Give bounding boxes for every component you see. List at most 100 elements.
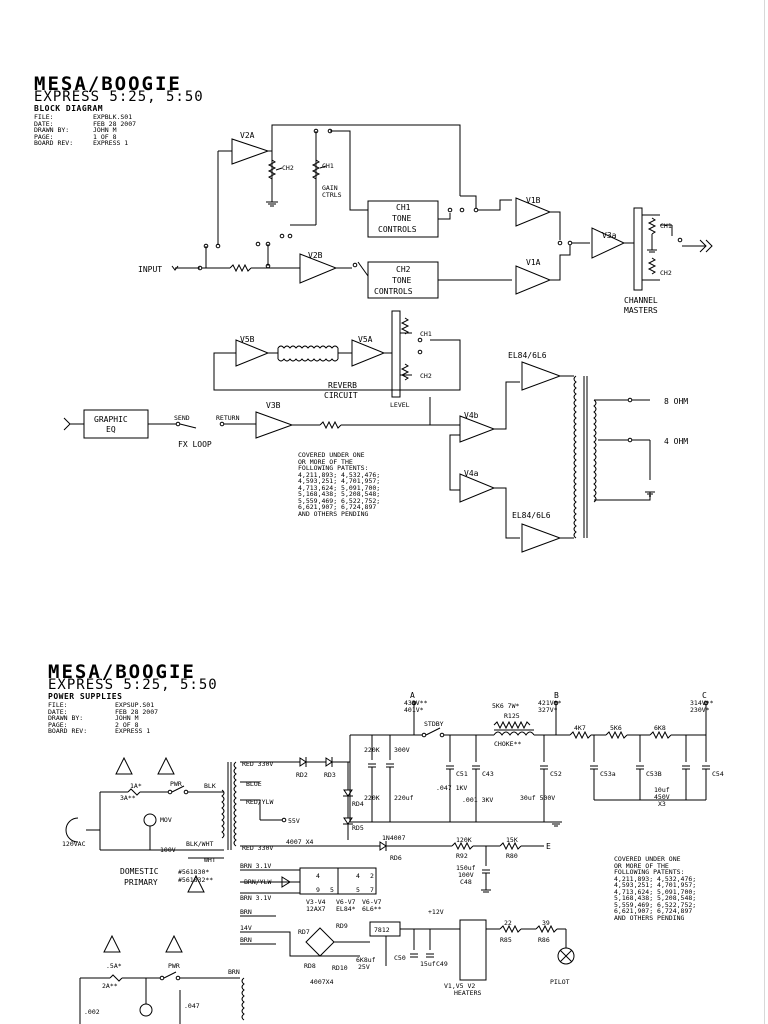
label-v1b: V1B: [526, 196, 541, 205]
label-c53b: C53B: [646, 770, 662, 778]
label-rd4: RD4: [352, 800, 364, 808]
label-6l6: 6L6**: [362, 905, 382, 913]
label-circuit: CIRCUIT: [324, 391, 358, 400]
label-12ax7: 12AX7: [306, 905, 326, 913]
label-r125: R125: [504, 712, 520, 720]
label-reverb-ch1: CH1: [420, 330, 432, 338]
label-r80: R80: [506, 852, 518, 860]
label-v6v7-1: V6-V7: [336, 898, 356, 906]
label-rd8: RD8: [304, 962, 316, 970]
pin-5b: 5: [356, 886, 360, 894]
ch1-tone-line2: TONE: [392, 214, 411, 223]
node-a-v1: 433V**: [404, 699, 428, 707]
label-r86: R86: [538, 936, 550, 944]
label-fx-loop: FX LOOP: [178, 440, 212, 449]
tube-v3a: [591, 227, 626, 259]
label-wht: WHT: [204, 856, 216, 864]
label-masters: MASTERS: [624, 306, 658, 315]
label-blk-wht: BLK/WHT: [186, 840, 213, 848]
label-4007x4-b: 4007X4: [310, 978, 334, 986]
label-v3a: V3a: [602, 231, 617, 240]
label-v5b: V5B: [240, 335, 255, 344]
label-brn-bottom: BRN: [228, 968, 240, 976]
node-c-v1: 314V**: [690, 699, 714, 707]
label-master-ch2: CH2: [660, 269, 672, 277]
label-15uf: 15uf: [420, 960, 436, 968]
label-22: 22: [504, 919, 512, 927]
label-r125-val: 5K6 7W*: [492, 702, 519, 710]
label-220k-1: 220K: [364, 746, 380, 754]
label-6k8: 6K8: [654, 724, 666, 732]
label-stdby: STDBY: [424, 720, 444, 728]
label-fuse-2a: 2A**: [102, 982, 118, 990]
label-redylw: RED/YLW: [246, 798, 273, 806]
node-c-label: C: [702, 691, 707, 700]
label-120k: 120K: [456, 836, 472, 844]
label-fuse-3a: 3A**: [120, 794, 136, 802]
ch1-tone-line3: CONTROLS: [378, 225, 417, 234]
label-c51: C51: [456, 770, 468, 778]
label-c48: C48: [460, 878, 472, 886]
tube-v4b: [459, 415, 496, 443]
label-100v: 100V: [160, 846, 176, 854]
label-30uf: 30uf 500V: [520, 794, 555, 802]
label-return: RETURN: [216, 414, 240, 422]
label-v3v4: V3-V4: [306, 898, 326, 906]
label-300v: 300V: [394, 746, 410, 754]
label-120vac: 120VAC: [62, 840, 86, 848]
label-v5a: V5A: [358, 335, 373, 344]
tube-v2b: [299, 253, 338, 284]
label-4-ohm: 4 OHM: [664, 437, 688, 446]
pin-5a: 5: [330, 886, 334, 894]
block-meta-keys: FILE:DATE:DRAWN BY:PAGE:BOARD REV:: [34, 113, 74, 147]
label-c49: C49: [436, 960, 448, 968]
label-send: SEND: [174, 414, 190, 422]
label-rd3: RD3: [324, 771, 336, 779]
power-tube-bottom: [521, 523, 562, 553]
tube-v1b: [515, 197, 552, 227]
label-fuse-1a: 1A*: [130, 782, 142, 790]
label-ch2-gain: CH2: [282, 164, 294, 172]
label-v6v7-2: V6-V7: [362, 898, 382, 906]
label-part2: #561832**: [178, 876, 213, 884]
label-rd6: RD6: [390, 854, 402, 862]
ch2-tone-line1: CH2: [396, 265, 411, 274]
power-meta-keys: FILE:DATE:DRAWN BY:PAGE:BOARD REV:: [48, 701, 88, 735]
label-150uf: 150uf: [456, 864, 476, 872]
label-ctrls: CTRLS: [322, 191, 342, 199]
power-model-title: EXPRESS 5:25, 5:50: [48, 677, 218, 693]
label-mov: MOV: [160, 816, 172, 824]
label-55v: 55V: [288, 817, 300, 825]
label-15k: 15K: [506, 836, 518, 844]
block-brand-title: MESA/BOOGIE: [34, 73, 182, 95]
label-brn-1: BRN: [240, 908, 252, 916]
label-25v: 25V: [358, 963, 370, 971]
power-brand-title: MESA/BOOGIE: [48, 661, 196, 683]
label-pilot: PILOT: [550, 978, 570, 986]
label-el84: EL84*: [336, 905, 356, 913]
power-doc-title: POWER SUPPLIES: [48, 692, 123, 701]
label-ch1-gain: CH1: [322, 162, 334, 170]
graphic-eq-line1: GRAPHIC: [94, 415, 128, 424]
label-v2a: V2A: [240, 131, 255, 140]
label-primary: PRIMARY: [124, 878, 158, 887]
label-fuse-5a: .5A*: [106, 962, 122, 970]
label-6k8uf: 6K8uf: [356, 956, 376, 964]
label-7812: 7812: [374, 926, 390, 934]
label-c43: C43: [482, 770, 494, 778]
graphic-eq-line2: EQ: [106, 425, 116, 434]
label-gain: GAIN: [322, 184, 338, 192]
label-c047: .047 1KV: [436, 784, 467, 792]
label-8-ohm: 8 OHM: [664, 397, 688, 406]
label-channel: CHANNEL: [624, 296, 658, 305]
pin-9: 9: [316, 886, 320, 894]
label-rd2: RD2: [296, 771, 308, 779]
node-b-v2: 327V*: [538, 706, 558, 714]
label-level: LEVEL: [390, 401, 410, 409]
label-v2b: V2B: [308, 251, 323, 260]
node-b-v1: 421V**: [538, 699, 562, 707]
label-x3: X3: [658, 800, 666, 808]
label-5k6: 5K6: [610, 724, 622, 732]
